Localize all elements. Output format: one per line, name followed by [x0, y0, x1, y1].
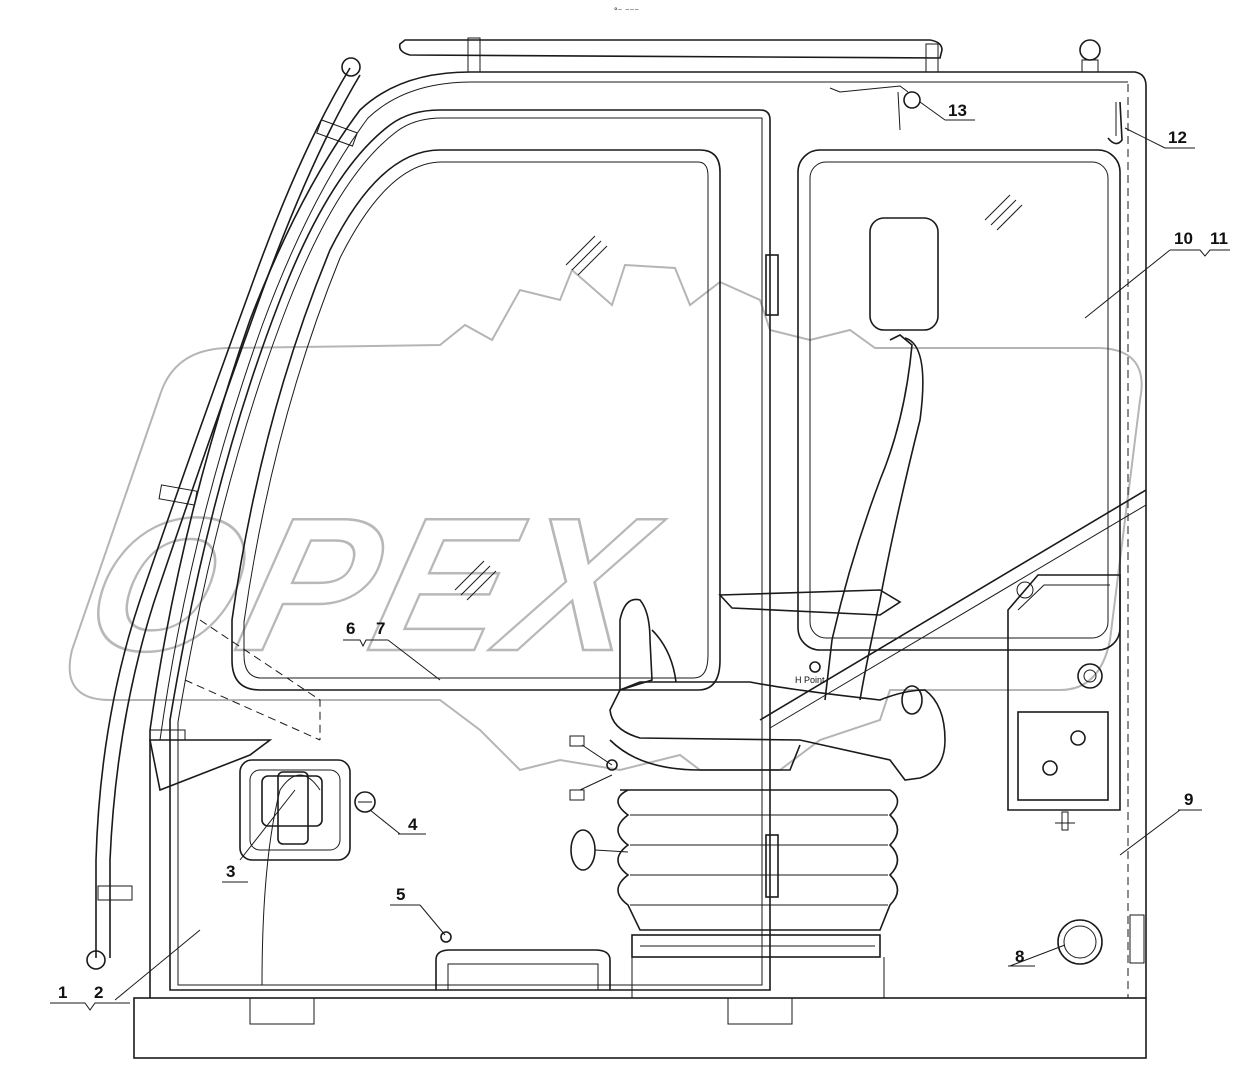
callout-13: 13	[948, 101, 967, 120]
coat-hook	[1107, 101, 1123, 145]
door-fittings	[149, 619, 611, 990]
h-point-label: H Point	[795, 675, 825, 685]
callout-2: 2	[94, 983, 103, 1002]
watermark: OPEX	[67, 263, 1143, 772]
control-box	[1007, 574, 1121, 831]
callout-1: 1	[58, 983, 67, 1002]
roof-rail: °⁻ ⁻⁻⁻	[398, 6, 1101, 73]
callout-8: 8	[1015, 947, 1024, 966]
cab-frame	[133, 71, 1147, 1059]
callout-11: 11	[1210, 229, 1228, 248]
watermark-gear-outline	[68, 263, 1143, 772]
callouts: 1 2 3 4 5 6 7 8 9 10 11 12 13	[58, 101, 1228, 1002]
side-window	[797, 149, 1121, 651]
callout-12: 12	[1168, 128, 1187, 147]
callout-10: 10	[1174, 229, 1193, 248]
dome-light	[903, 91, 921, 109]
door-window	[231, 149, 721, 691]
cab-base-frame	[133, 997, 1147, 1059]
front-grab-rail	[86, 57, 361, 970]
rear-strut	[759, 489, 1147, 729]
h-point-marker	[809, 661, 821, 673]
callout-3: 3	[226, 862, 235, 881]
watermark-text: OPEX	[68, 478, 677, 691]
operator-seat: H Point	[569, 217, 946, 998]
callout-5: 5	[396, 885, 405, 904]
callout-9: 9	[1184, 790, 1193, 809]
callout-6: 6	[346, 619, 355, 638]
leader-lines	[50, 101, 1230, 1011]
callout-7: 7	[376, 619, 385, 638]
round-cover	[1057, 919, 1103, 965]
callout-4: 4	[408, 815, 418, 834]
cab-door	[169, 109, 779, 991]
header-mark: °⁻ ⁻⁻⁻	[614, 6, 639, 16]
